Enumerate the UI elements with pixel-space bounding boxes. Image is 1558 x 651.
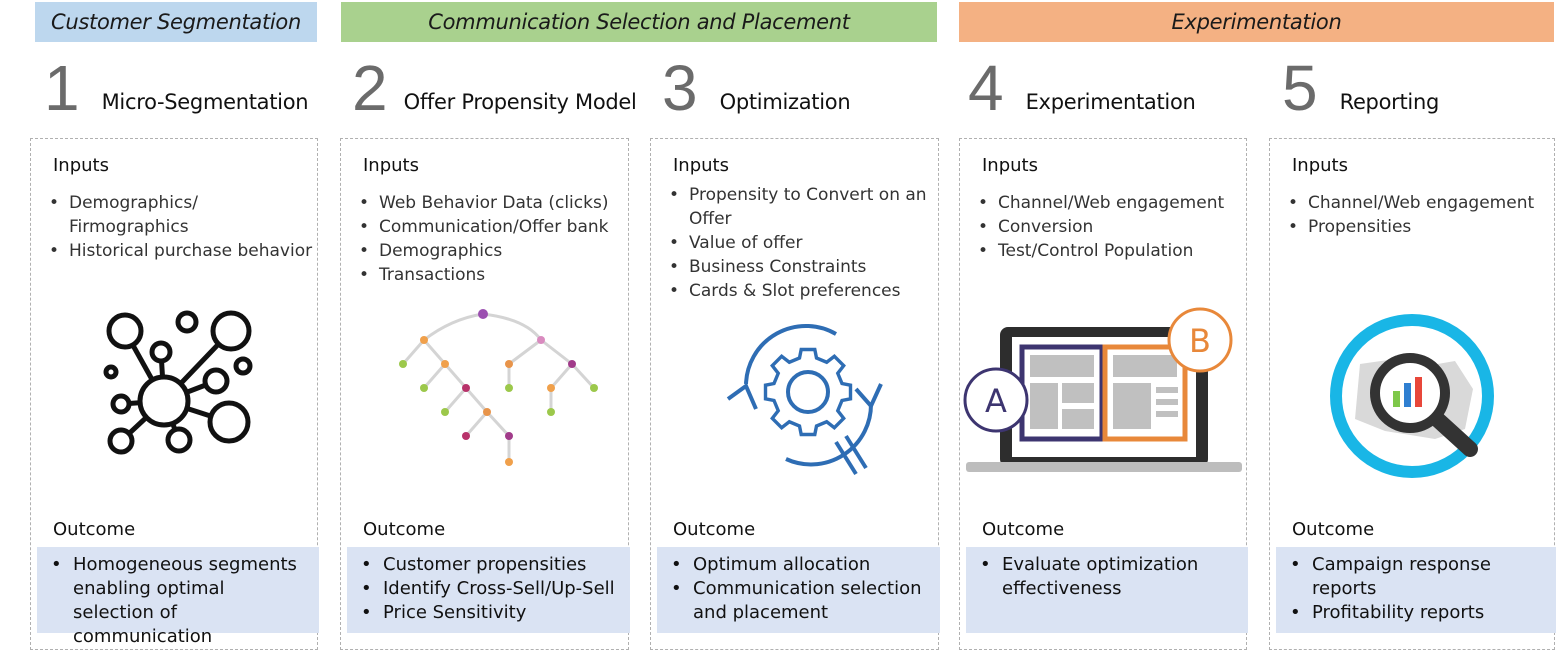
- inputs-list: Demographics/ Firmographics Historical p…: [45, 191, 312, 263]
- band-communication-selection: Communication Selection and Placement: [341, 2, 937, 42]
- step-5-title: 5 Reporting: [1282, 48, 1439, 120]
- outcome-box: Campaign response reports Profitability …: [1276, 547, 1556, 633]
- inputs-list: Channel/Web engagement Conversion Test/C…: [974, 191, 1224, 263]
- inputs-heading: Inputs: [1292, 155, 1348, 176]
- inputs-list: Web Behavior Data (clicks) Communication…: [355, 191, 609, 287]
- inputs-heading: Inputs: [53, 155, 109, 176]
- step-name: Optimization: [719, 90, 851, 114]
- outcome-list: Campaign response reports Profitability …: [1276, 547, 1556, 625]
- step-number: 3: [662, 52, 698, 124]
- magnifier-chart-icon: [1330, 314, 1494, 478]
- step-3-card: Inputs Propensity to Convert on an Offer…: [650, 138, 940, 650]
- outcome-heading: Outcome: [673, 519, 756, 540]
- outcome-heading: Outcome: [982, 519, 1065, 540]
- outcome-item: Evaluate optimization effectiveness: [980, 553, 1232, 601]
- step-2-card: Inputs Web Behavior Data (clicks) Commun…: [340, 138, 630, 650]
- outcome-box: Optimum allocation Communication selecti…: [657, 547, 940, 633]
- variant-b-label: B: [1189, 322, 1211, 360]
- input-item: Communication/Offer bank: [359, 215, 608, 239]
- variant-a-label: A: [985, 382, 1007, 420]
- band-experimentation: Experimentation: [959, 2, 1554, 42]
- outcome-list: Evaluate optimization effectiveness: [966, 547, 1232, 601]
- input-item: Channel/Web engagement: [978, 191, 1224, 215]
- inputs-heading: Inputs: [982, 155, 1038, 176]
- input-item: Web Behavior Data (clicks): [359, 191, 609, 215]
- inputs-list: Propensity to Convert on an Offer Value …: [665, 183, 929, 303]
- input-item: Propensity to Convert on an Offer: [669, 183, 929, 231]
- input-item: Channel/Web engagement: [1288, 191, 1534, 215]
- step-number: 2: [352, 52, 388, 124]
- gear-cycle-icon: [726, 323, 883, 476]
- step-name: Reporting: [1339, 90, 1440, 114]
- input-item: Conversion: [978, 215, 1224, 239]
- decision-tree-icon: [399, 309, 598, 466]
- outcome-item: Campaign response reports: [1290, 553, 1556, 601]
- input-item: Business Constraints: [669, 255, 929, 279]
- step-5-card: Inputs Channel/Web engagement Propensiti…: [1269, 138, 1556, 650]
- step-3-title: 3 Optimization: [662, 48, 851, 124]
- input-item: Value of offer: [669, 231, 929, 255]
- step-name: Offer Propensity Model: [403, 90, 637, 114]
- ab-test-laptop-icon: A B: [963, 307, 1242, 472]
- input-item: Transactions: [359, 263, 609, 287]
- outcome-heading: Outcome: [1292, 519, 1375, 540]
- step-number: 5: [1282, 52, 1318, 124]
- step-1-title: 1 Micro-Segmentation: [44, 48, 309, 124]
- outcome-item: Identify Cross-Sell/Up-Sell: [361, 577, 630, 601]
- outcome-item: Price Sensitivity: [361, 601, 630, 625]
- inputs-list: Channel/Web engagement Propensities: [1284, 191, 1534, 239]
- step-number: 1: [44, 52, 80, 124]
- outcome-list: Customer propensities Identify Cross-Sel…: [347, 547, 630, 625]
- outcome-list: Optimum allocation Communication selecti…: [657, 547, 933, 625]
- band-customer-segmentation: Customer Segmentation: [35, 2, 317, 42]
- input-item: Demographics/ Firmographics: [49, 191, 219, 239]
- outcome-item: Profitability reports: [1290, 601, 1556, 625]
- outcome-item: Customer propensities: [361, 553, 630, 577]
- outcome-list: Homogeneous segments enabling optimal se…: [37, 547, 319, 649]
- input-item: Demographics: [359, 239, 609, 263]
- step-number: 4: [968, 52, 1004, 124]
- outcome-item: Communication selection and placement: [671, 577, 933, 625]
- outcome-box: Homogeneous segments enabling optimal se…: [37, 547, 319, 647]
- step-2-title: 2 Offer Propensity Model: [352, 48, 637, 120]
- input-item: Cards & Slot preferences: [669, 279, 929, 303]
- outcome-box: Evaluate optimization effectiveness: [966, 547, 1248, 633]
- step-4-card: Inputs Channel/Web engagement Conversion…: [959, 138, 1248, 650]
- input-item: Propensities: [1288, 215, 1534, 239]
- outcome-heading: Outcome: [53, 519, 136, 540]
- network-icon: [103, 310, 253, 455]
- input-item: Test/Control Population: [978, 239, 1224, 263]
- step-name: Micro-Segmentation: [101, 90, 309, 114]
- step-name: Experimentation: [1025, 90, 1196, 114]
- step-1-card: Inputs Demographics/ Firmographics Histo…: [30, 138, 319, 650]
- inputs-heading: Inputs: [363, 155, 419, 176]
- input-item: Historical purchase behavior: [49, 239, 312, 263]
- outcome-heading: Outcome: [363, 519, 446, 540]
- step-4-title: 4 Experimentation: [968, 48, 1196, 120]
- outcome-item: Homogeneous segments enabling optimal se…: [51, 553, 303, 649]
- outcome-box: Customer propensities Identify Cross-Sel…: [347, 547, 630, 633]
- outcome-item: Optimum allocation: [671, 553, 933, 577]
- inputs-heading: Inputs: [673, 155, 729, 176]
